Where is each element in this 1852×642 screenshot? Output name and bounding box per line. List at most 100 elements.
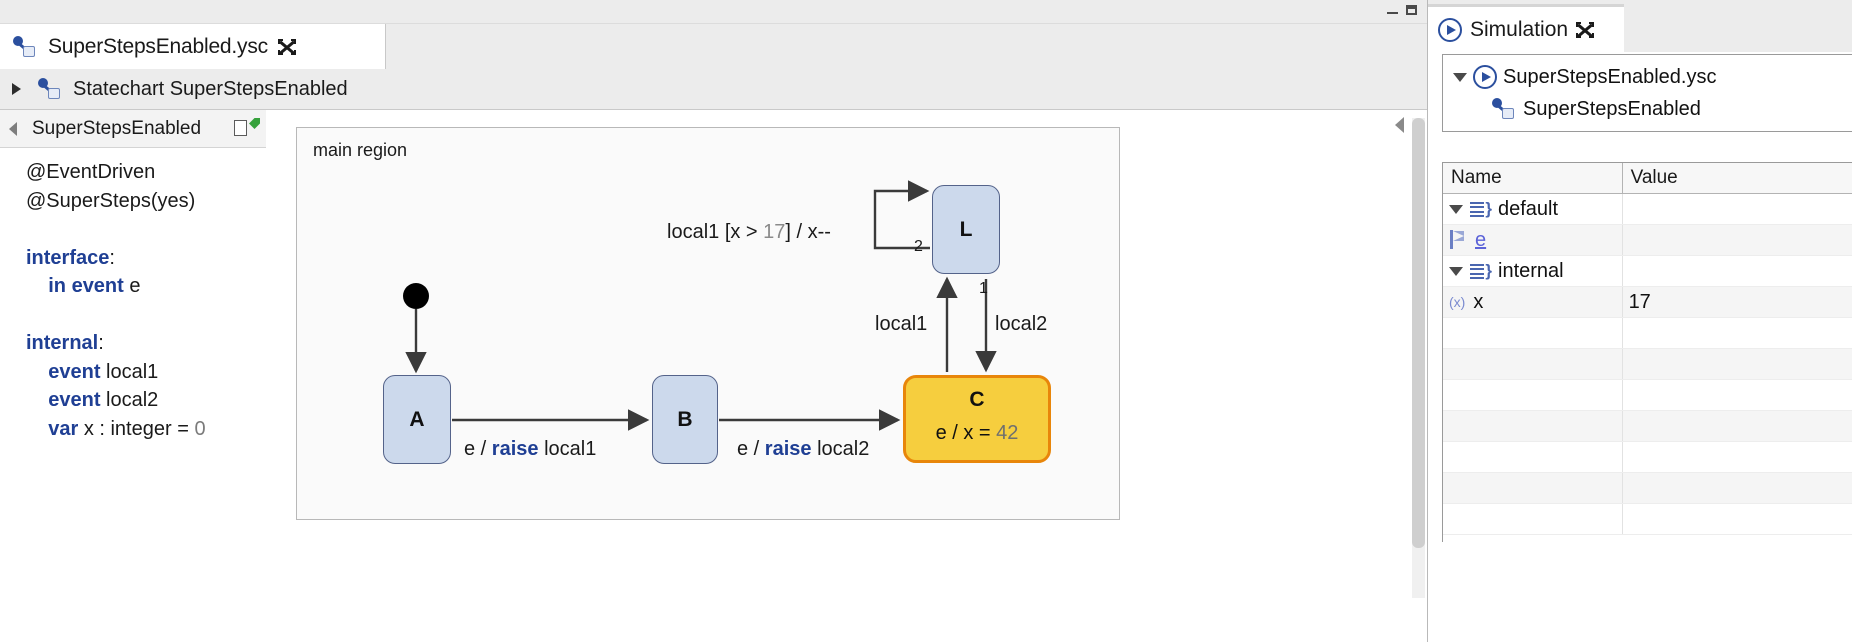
state-a-label: A: [409, 407, 425, 431]
table-row[interactable]: [1443, 473, 1852, 504]
table-cell-value[interactable]: [1623, 349, 1852, 379]
table-cell-name: [1443, 442, 1623, 472]
code-number: 0: [194, 417, 206, 440]
close-icon[interactable]: [1576, 21, 1595, 39]
definition-panel-header-icons[interactable]: [234, 118, 260, 140]
window-controls[interactable]: [1387, 3, 1417, 15]
tree-item-statechart-label: SuperStepsEnabled: [1523, 97, 1701, 120]
collapse-right-icon[interactable]: [1391, 115, 1409, 137]
simulation-session-tree[interactable]: SuperStepsEnabled.ysc SuperStepsEnabled: [1442, 54, 1852, 132]
table-cell-name: e: [1443, 225, 1623, 255]
table-row[interactable]: [1443, 411, 1852, 442]
code-text: e: [123, 275, 141, 297]
state-l[interactable]: L: [932, 185, 1000, 274]
collapse-left-icon[interactable]: [6, 120, 22, 138]
code-keyword: interface: [26, 246, 110, 269]
scrollbar-thumb[interactable]: [1412, 118, 1425, 548]
column-header-name[interactable]: Name: [1443, 163, 1623, 193]
table-cell-value[interactable]: [1623, 380, 1852, 410]
window-top-strip: [0, 0, 1427, 24]
table-row[interactable]: }internal: [1443, 256, 1852, 287]
table-row[interactable]: } default: [1443, 194, 1852, 225]
statechart-icon: [37, 77, 63, 101]
table-row[interactable]: [1443, 504, 1852, 535]
chevron-down-icon[interactable]: [1449, 266, 1463, 276]
table-cell-name: } default: [1443, 194, 1623, 224]
table-cell-value[interactable]: [1623, 473, 1852, 503]
simulation-tab-label: Simulation: [1470, 17, 1569, 41]
initial-state-node[interactable]: [403, 283, 429, 309]
state-b[interactable]: B: [652, 375, 718, 464]
tree-item-session[interactable]: SuperStepsEnabled.ysc: [1453, 61, 1852, 93]
state-a[interactable]: A: [383, 375, 451, 464]
tree-item-statechart[interactable]: SuperStepsEnabled: [1453, 93, 1852, 125]
tab-row-filler: [386, 24, 1427, 69]
priority-label-2: 2: [914, 238, 923, 255]
transition-label-l-self: local1 [x > 17] / x--: [667, 221, 831, 243]
close-icon[interactable]: [277, 38, 296, 56]
table-cell-name-label: default: [1498, 197, 1559, 220]
statechart-icon: [12, 35, 38, 59]
code-text: :: [109, 246, 115, 269]
table-cell-name: [1443, 380, 1623, 410]
scope-icon: }: [1470, 261, 1492, 280]
table-cell-value[interactable]: [1623, 225, 1852, 255]
definition-panel: SuperStepsEnabled @EventDriven@SuperStep…: [0, 110, 266, 642]
event-flag-icon: [1449, 230, 1467, 250]
code-text: local2: [100, 389, 159, 411]
variable-icon: (x): [1449, 294, 1466, 310]
code-text: x : integer =: [78, 417, 195, 440]
code-keyword: internal: [26, 332, 99, 354]
table-row[interactable]: [1443, 442, 1852, 473]
tree-item-session-label: SuperStepsEnabled.ysc: [1503, 65, 1717, 88]
table-cell-value[interactable]: [1623, 318, 1852, 348]
diagram-canvas[interactable]: main region: [267, 110, 1427, 642]
code-text: :: [98, 332, 104, 354]
table-row[interactable]: [1443, 380, 1852, 411]
priority-label-1: 1: [979, 280, 988, 297]
code-line-5: [26, 301, 266, 330]
scope-icon: }: [1470, 199, 1492, 218]
table-cell-name: (x)x: [1443, 287, 1623, 317]
document-icon[interactable]: [234, 120, 247, 136]
vertical-scrollbar[interactable]: [1412, 118, 1425, 598]
table-cell-value[interactable]: 17: [1623, 287, 1852, 317]
tab-label: SuperStepsEnabled.ysc: [48, 34, 268, 58]
table-cell-value[interactable]: [1623, 194, 1852, 224]
minimize-icon[interactable]: [1387, 12, 1398, 14]
table-cell-value[interactable]: [1623, 504, 1852, 534]
maximize-icon[interactable]: [1406, 5, 1417, 15]
table-cell-value[interactable]: [1623, 442, 1852, 472]
table-row[interactable]: [1443, 349, 1852, 380]
transition-label-l-to-c: local2: [995, 313, 1048, 335]
state-c-body: e / x = 42: [936, 422, 1019, 445]
state-c-label: C: [969, 388, 985, 411]
statechart-definition-code[interactable]: @EventDriven@SuperSteps(yes) interface: …: [0, 148, 266, 642]
table-cell-value[interactable]: [1623, 256, 1852, 286]
table-cell-value[interactable]: [1623, 411, 1852, 441]
table-cell-name: [1443, 504, 1623, 534]
definition-panel-header: SuperStepsEnabled: [0, 110, 266, 148]
code-text: local1: [100, 360, 159, 383]
state-c-body-prefix: e / x =: [935, 422, 997, 444]
state-c-active[interactable]: C e / x = 42: [903, 375, 1051, 463]
code-keyword: event: [48, 389, 101, 411]
table-row[interactable]: e: [1443, 225, 1852, 256]
breadcrumb[interactable]: Statechart SuperStepsEnabled: [0, 69, 1427, 110]
table-row[interactable]: [1443, 318, 1852, 349]
expand-arrow-icon[interactable]: [12, 83, 21, 95]
link-editor-icon[interactable]: [249, 118, 260, 129]
tab-supersteps-ysc[interactable]: SuperStepsEnabled.ysc: [0, 24, 386, 69]
tab-simulation[interactable]: Simulation: [1428, 4, 1624, 52]
chevron-down-icon[interactable]: [1449, 204, 1463, 214]
table-cell-name-label: e: [1475, 228, 1487, 251]
main-region[interactable]: main region: [296, 127, 1120, 520]
chevron-down-icon[interactable]: [1453, 72, 1467, 82]
transition-label-a-to-b: e / raise local1: [464, 438, 597, 460]
definition-panel-title: SuperStepsEnabled: [32, 117, 202, 139]
column-header-value[interactable]: Value: [1623, 163, 1852, 193]
code-keyword: in event: [48, 275, 124, 297]
